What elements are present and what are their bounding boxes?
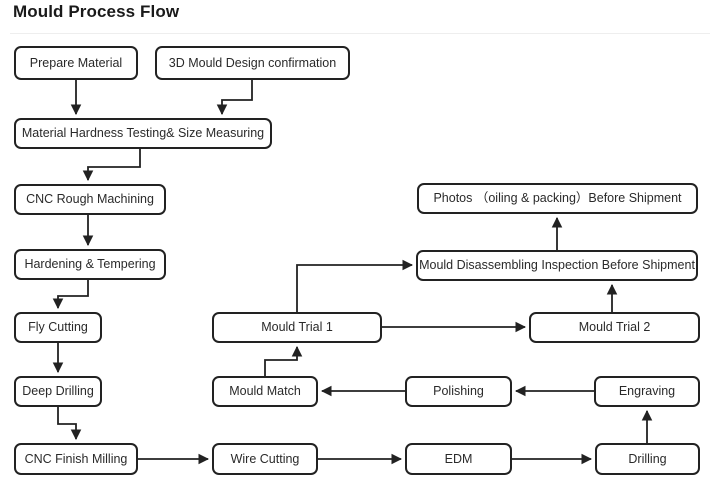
edge-design-to-hardness xyxy=(216,80,253,116)
node-material-hardness-testing[interactable]: Material Hardness Testing& Size Measurin… xyxy=(14,118,272,149)
node-drilling[interactable]: Drilling xyxy=(595,443,700,475)
node-3d-mould-design-confirmation[interactable]: 3D Mould Design confirmation xyxy=(155,46,350,80)
edge-hardening-to-fly-cutting xyxy=(52,280,89,310)
node-hardening-tempering[interactable]: Hardening & Tempering xyxy=(14,249,166,280)
node-fly-cutting[interactable]: Fly Cutting xyxy=(14,312,102,343)
node-cnc-rough-machining[interactable]: CNC Rough Machining xyxy=(14,184,166,215)
node-mould-trial-1[interactable]: Mould Trial 1 xyxy=(212,312,382,343)
node-deep-drilling[interactable]: Deep Drilling xyxy=(14,376,102,407)
node-mould-match[interactable]: Mould Match xyxy=(212,376,318,407)
node-polishing[interactable]: Polishing xyxy=(405,376,512,407)
edge-mould-match-to-trial-1 xyxy=(264,345,303,376)
page-title: Mould Process Flow xyxy=(13,2,180,21)
title-divider xyxy=(10,33,710,34)
node-cnc-finish-milling[interactable]: CNC Finish Milling xyxy=(14,443,138,475)
node-edm[interactable]: EDM xyxy=(405,443,512,475)
node-wire-cutting[interactable]: Wire Cutting xyxy=(212,443,318,475)
node-mould-trial-2[interactable]: Mould Trial 2 xyxy=(529,312,700,343)
edge-trial-1-to-disassembling xyxy=(296,259,414,312)
edge-deep-drilling-to-cnc-finish xyxy=(57,407,82,441)
node-mould-disassembling-inspection[interactable]: Mould Disassembling Inspection Before Sh… xyxy=(416,250,698,281)
node-engraving[interactable]: Engraving xyxy=(594,376,700,407)
edge-hardness-to-cnc-rough xyxy=(82,149,141,182)
node-photos-before-shipment[interactable]: Photos （oiling & packing）Before Shipment xyxy=(417,183,698,214)
node-prepare-material[interactable]: Prepare Material xyxy=(14,46,138,80)
